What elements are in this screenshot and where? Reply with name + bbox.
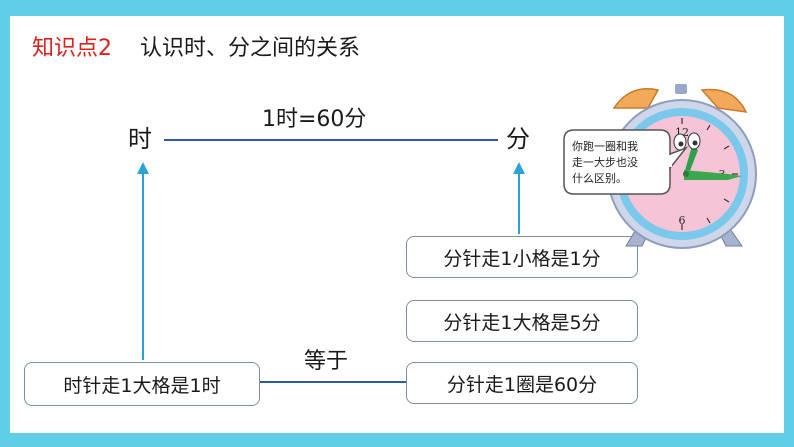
frame-left (0, 0, 10, 447)
frame-top (0, 0, 794, 16)
speech-line-2: 走一大步也没 (572, 155, 638, 169)
hour-minute-line (164, 139, 498, 141)
hour-arrow-head (137, 162, 149, 174)
equals-line (260, 381, 406, 383)
speech-line-1: 你跑一圈和我 (572, 139, 638, 153)
hour-hand-icon (684, 146, 698, 176)
box-minute-big: 分针走1大格是5分 (406, 300, 638, 342)
box-minute-full: 分针走1圈是60分 (406, 362, 638, 404)
right-bell-icon (700, 88, 748, 113)
node-hour: 时 (128, 125, 152, 153)
minute-arrow-head (513, 162, 525, 174)
frame-right (784, 0, 794, 447)
frame-bottom (0, 433, 794, 447)
box-minute-small: 分针走1小格是1分 (406, 236, 638, 278)
knowledge-point-tag: 知识点2 (32, 36, 112, 61)
left-bell-icon (612, 88, 660, 109)
speech-line-3: 什么区别。 (572, 172, 627, 185)
equation-label: 1时=60分 (262, 107, 367, 132)
title-text: 认识时、分之间的关系 (140, 36, 361, 61)
clock-ticks (681, 118, 738, 230)
slide-title: 知识点2 认识时、分之间的关系 (32, 30, 360, 62)
alarm-clock-illustration: 12 3 6 你跑一圈和我 走一大步也没 什么区别。 (563, 84, 757, 249)
equals-label: 等于 (304, 349, 349, 374)
minute-arrow-shaft (518, 168, 520, 234)
speech-bubble (563, 129, 671, 195)
box-hour-hand: 时针走1大格是1时 (24, 362, 260, 406)
clock-number-6: 6 (679, 214, 686, 227)
node-minute: 分 (506, 125, 530, 153)
clock-knob-icon (675, 84, 687, 94)
hour-arrow-shaft (142, 168, 144, 360)
minute-hand-icon (684, 170, 742, 180)
